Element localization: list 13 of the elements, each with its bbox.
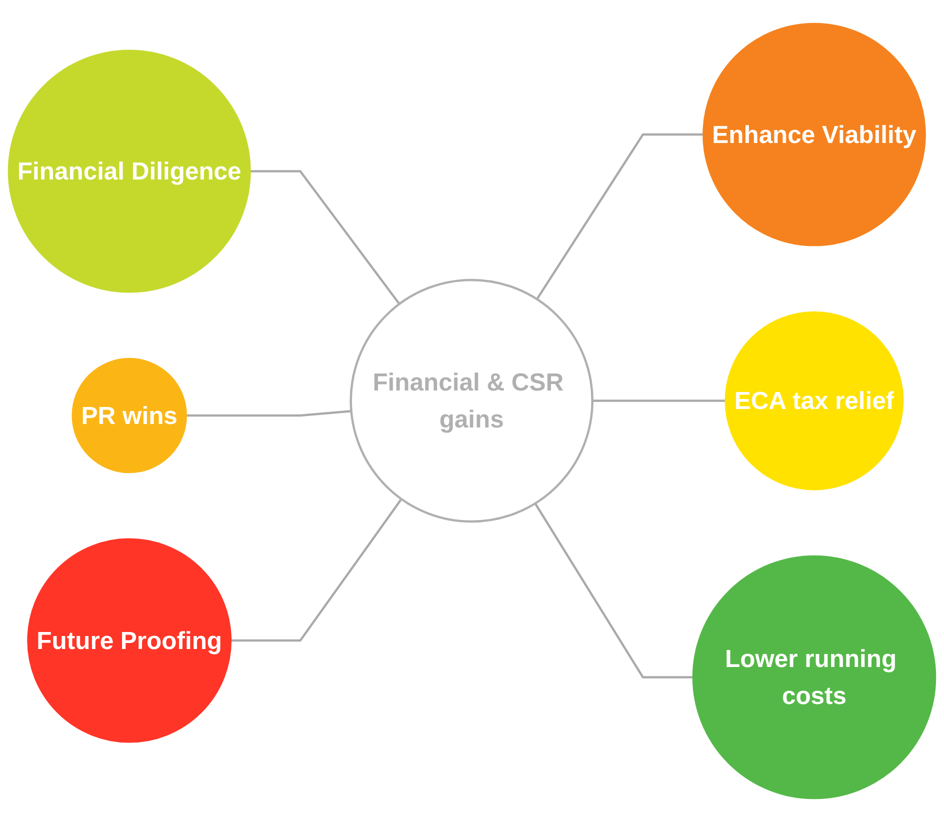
node-circle: Financial Diligence [8, 50, 251, 293]
connector [250, 170, 400, 305]
node-circle: PR wins [72, 358, 187, 474]
node-circle: Future Proofing [27, 538, 232, 743]
connector [536, 133, 704, 300]
node-circle: Lower running costs [692, 555, 936, 800]
node-circle: Enhance Viability [702, 22, 926, 246]
node-circle: Financial & CSR gains [350, 278, 594, 523]
node-circle: ECA tax relief [724, 311, 904, 490]
connector [592, 400, 726, 402]
connector [230, 498, 402, 642]
connector [186, 410, 352, 417]
connector [534, 502, 694, 678]
